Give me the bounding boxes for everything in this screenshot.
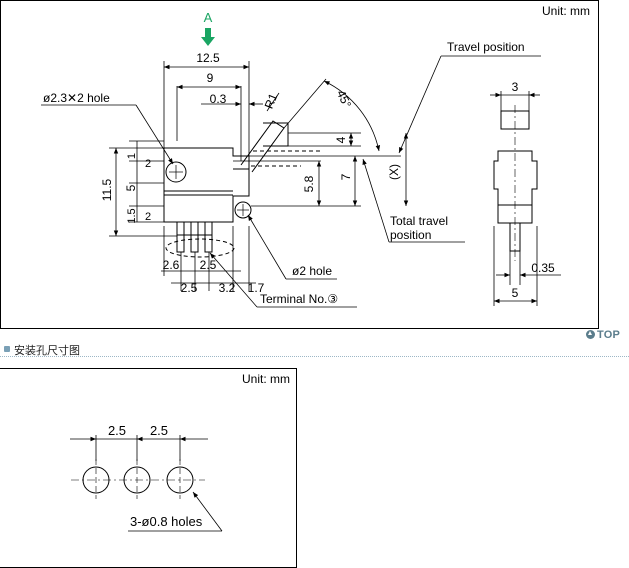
up-arrow-icon [586, 330, 595, 339]
front-view [163, 120, 321, 258]
dim-pin-3-2: 3.2 [219, 281, 236, 295]
callout-total-travel-line1: Total travel [390, 214, 448, 228]
callout-total-travel-line2: position [390, 228, 431, 242]
back-to-top-label: TOP [597, 329, 621, 341]
dim-side-0-35: 0.35 [531, 261, 555, 275]
callout-terminal-no: Terminal No.③ [260, 292, 338, 306]
dim-side-5: 5 [512, 286, 519, 300]
dim-radius: R1 [262, 91, 281, 111]
mounting-holes [71, 459, 205, 499]
dim-hole-spacing-b: 2.5 [150, 423, 168, 438]
section-title: 安装孔尺寸图 [14, 345, 80, 357]
dim-width-inner: 9 [207, 71, 214, 85]
left-dimension-lines [109, 140, 177, 237]
hole-dimension-lines [70, 435, 208, 461]
dim-left-2a: 2 [145, 158, 151, 170]
dim-left-5: 5 [124, 184, 138, 191]
dim-body-height: 5.8 [302, 175, 316, 192]
switch-dimension-drawing: Unit: mm A [0, 0, 599, 329]
dim-angle: 45° [334, 88, 354, 111]
dim-pin-2-6: 2.6 [163, 258, 180, 272]
dim-hole-spacing-a: 2.5 [108, 423, 126, 438]
dim-width-total: 12.5 [196, 51, 220, 65]
dim-left-1-5: 1.5 [126, 208, 138, 223]
top-dimension-lines [163, 61, 280, 161]
section-divider [0, 356, 629, 357]
dim-pin-1-7: 1.7 [248, 281, 265, 295]
unit-label-bottom: Unit: mm [242, 372, 290, 386]
dim-left-1: 1 [126, 153, 138, 159]
callout-holes: 3-ø0.8 holes [130, 514, 203, 529]
section-header: 安装孔尺寸图 [0, 341, 629, 357]
side-dimension-lines [490, 91, 561, 306]
mounting-hole-svg: 2.5 2.5 3-ø0.8 holes [70, 423, 223, 532]
angle-dimension [283, 78, 381, 152]
callout-travel-position: Travel position [447, 40, 525, 54]
callout-hole-small: ø2 hole [292, 264, 332, 278]
dim-side-3: 3 [512, 80, 519, 94]
dim-left-2b: 2 [145, 211, 151, 223]
pin-dimension-lines [161, 226, 256, 291]
dim-height-total: 11.5 [100, 178, 114, 201]
view-arrow-icon [201, 28, 215, 46]
dim-lever-height: 7 [339, 173, 353, 180]
unit-label: Unit: mm [542, 4, 590, 18]
holes-callout-leader [128, 491, 223, 532]
callout-leaders [41, 55, 541, 308]
switch-drawing-svg: A [41, 10, 561, 308]
dim-pin-2-5a: 2.5 [200, 258, 217, 272]
lever-dimension-lines [233, 132, 409, 207]
section-bullet-icon [4, 346, 10, 352]
view-arrow-label: A [204, 10, 213, 25]
callout-hole-large: ø2.3✕2 hole [43, 91, 110, 105]
dim-pin-2-5b: 2.5 [181, 281, 198, 295]
back-to-top-link[interactable]: TOP [586, 329, 620, 341]
dim-knob-height: 4 [334, 136, 348, 143]
dim-travel: (X) [387, 164, 401, 180]
side-view [493, 105, 538, 261]
mounting-hole-drawing: Unit: mm 2.5 2.5 [0, 368, 297, 568]
dim-offset: 0.3 [210, 92, 227, 106]
